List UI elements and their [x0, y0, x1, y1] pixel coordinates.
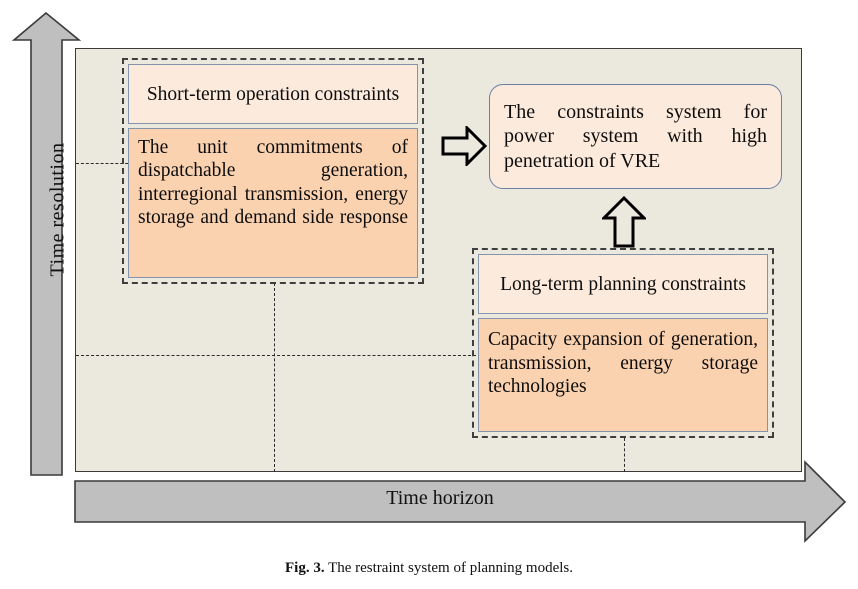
short-term-body-text: The unit commitments of dispatchable gen…	[138, 137, 408, 229]
long-term-title-box: Long-term planning constraints	[478, 254, 768, 314]
caption-text: The restraint system of planning models.	[328, 560, 574, 576]
summary-node-text: The constraints system for power system …	[504, 100, 767, 172]
long-term-title-text: Long-term planning constraints	[500, 273, 746, 295]
horizontal-axis-label: Time horizon	[386, 487, 494, 509]
figure-caption: Fig. 3. The restraint system of planning…	[0, 560, 858, 577]
guide-v-right	[624, 438, 625, 472]
caption-label: Fig. 3.	[284, 560, 325, 576]
long-term-body-text: Capacity expansion of generation, transm…	[488, 329, 758, 397]
cluster-long-term: Long-term planning constraints Capacity …	[472, 248, 774, 438]
vertical-axis-label: Time resolution	[46, 142, 69, 277]
long-term-body-box: Capacity expansion of generation, transm…	[478, 318, 768, 432]
arrow-right-icon	[441, 126, 487, 166]
summary-node: The constraints system for power system …	[489, 84, 782, 189]
arrow-up-icon	[602, 196, 646, 248]
guide-h-upper	[76, 163, 138, 164]
short-term-title-box: Short-term operation constraints	[128, 64, 418, 124]
guide-h-lower	[76, 355, 476, 356]
short-term-title-text: Short-term operation constraints	[146, 83, 400, 105]
guide-v-left	[274, 283, 275, 472]
cluster-short-term: Short-term operation constraints The uni…	[122, 58, 424, 284]
short-term-body-box: The unit commitments of dispatchable gen…	[128, 128, 418, 278]
